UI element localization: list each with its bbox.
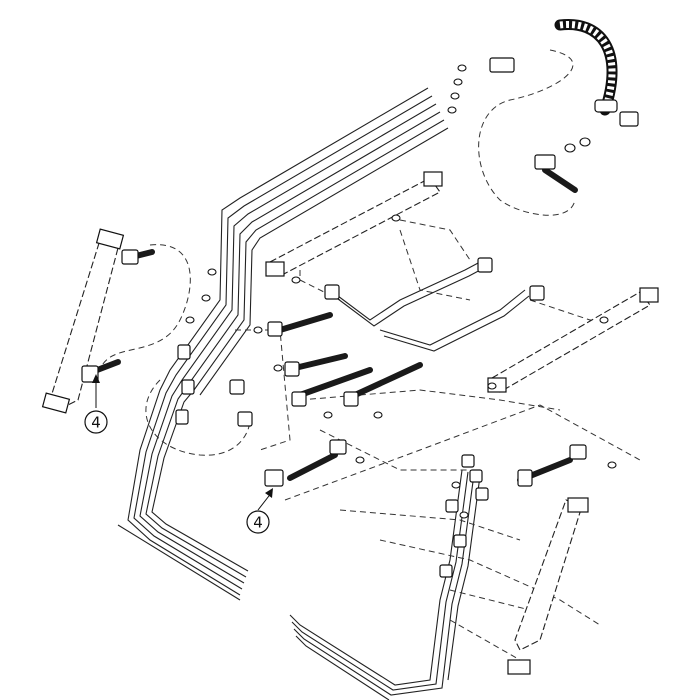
bent-tubes-center — [329, 261, 530, 352]
cylinder-bottom-right — [507, 497, 589, 675]
tube-bundle-left — [117, 87, 449, 601]
cylinder-top — [265, 171, 443, 277]
braided-hose — [554, 18, 618, 116]
hoses — [89, 167, 578, 483]
cylinder-right — [487, 287, 659, 393]
callout-label-center: 4 — [253, 514, 263, 532]
callout-label-left: 4 — [91, 414, 101, 432]
o-rings — [185, 64, 617, 519]
tube-bundle-right — [289, 469, 481, 700]
callout-center: 4 — [246, 488, 273, 534]
fittings — [81, 57, 639, 578]
callout-left: 4 — [84, 374, 108, 434]
cylinder-left — [41, 228, 125, 414]
